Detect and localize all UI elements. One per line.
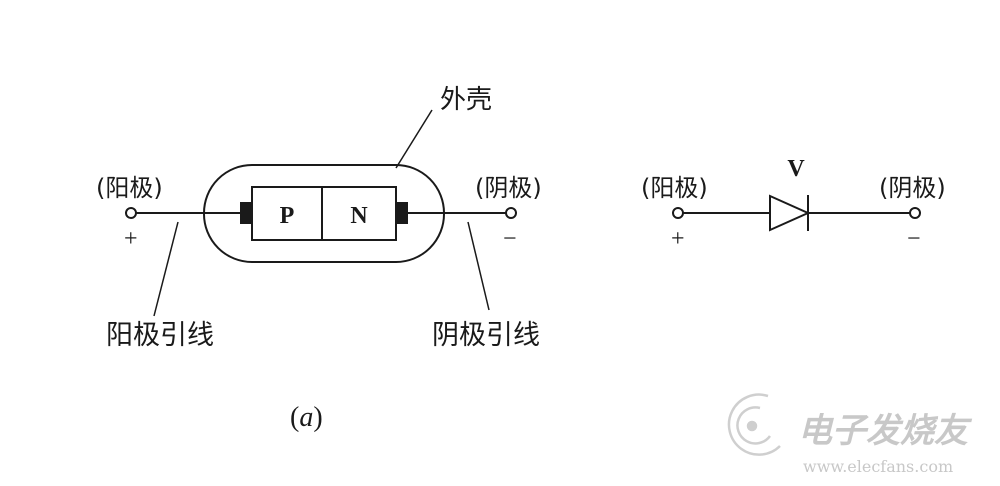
- n-region-label: N: [350, 203, 368, 229]
- cathode-terminal: [505, 207, 517, 219]
- anode-terminal: [125, 207, 137, 219]
- symbol-cathode-label: (阴极): [879, 174, 946, 202]
- symbol-anode-label: (阳极): [641, 174, 708, 202]
- symbol-minus-sign: −: [907, 226, 921, 252]
- symbol-plus-sign: +: [671, 226, 685, 252]
- watermark-url: www.elecfans.com: [803, 457, 953, 476]
- shell-pointer: [395, 109, 433, 169]
- cathode-lead-label: 阴极引线: [432, 320, 540, 351]
- figure-caption: (a): [290, 402, 323, 433]
- symbol-anode-terminal: [672, 207, 684, 219]
- pn-junction-block: [251, 186, 397, 241]
- watermark: 电子发烧友 www.elecfans.com: [727, 393, 973, 476]
- anode-lead-label: 阳极引线: [106, 320, 214, 351]
- symbol-v-label: V: [787, 156, 805, 182]
- anode-lead-pointer: [153, 221, 179, 317]
- diode-structure: [125, 109, 517, 317]
- shell-label: 外壳: [440, 85, 492, 115]
- cathode-contact: [396, 202, 408, 224]
- cathode-lead-pointer: [467, 221, 490, 311]
- cathode-label: (阴极): [475, 174, 542, 202]
- symbol-cathode-terminal: [909, 207, 921, 219]
- diode-symbol: [672, 194, 921, 232]
- diode-triangle: [769, 194, 811, 232]
- watermark-logo-icon: [727, 393, 781, 456]
- p-region-label: P: [280, 203, 295, 229]
- anode-contact: [240, 202, 252, 224]
- watermark-title: 电子发烧友: [798, 411, 973, 451]
- minus-sign: −: [503, 226, 517, 252]
- anode-label: (阳极): [96, 174, 163, 202]
- plus-sign: +: [124, 226, 138, 252]
